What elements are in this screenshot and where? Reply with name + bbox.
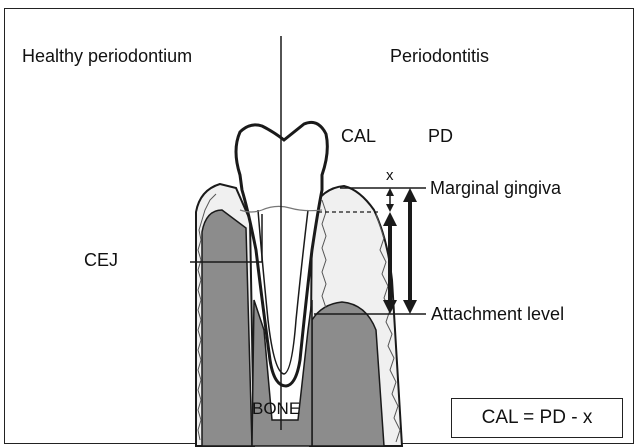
x-arrow [386,188,394,212]
healthy-heading: Healthy periodontium [22,46,192,66]
x-label: x [386,167,394,184]
marginal-gingiva-label: Marginal gingiva [430,178,562,198]
cej-label: CEJ [84,250,118,270]
formula-box: CAL = PD - x [451,398,623,438]
right-bone [312,302,384,446]
pd-arrow [403,188,417,314]
pd-label: PD [428,126,453,146]
attachment-level-label: Attachment level [431,304,564,324]
cal-label: CAL [341,126,376,146]
bone-label: BONE [252,399,300,418]
left-bone [202,210,252,446]
periodontitis-heading: Periodontitis [390,46,489,66]
formula-text: CAL = PD - x [482,407,593,429]
